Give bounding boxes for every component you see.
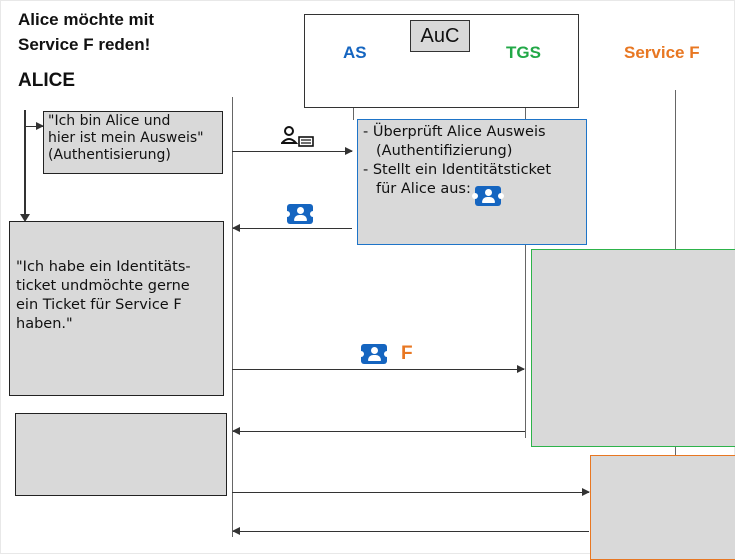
person-id-icon: [281, 126, 314, 147]
alice-bracket-line: [24, 110, 26, 216]
arrow-service-f-to-alice: [232, 527, 589, 535]
alice-label: ALICE: [18, 70, 75, 91]
as-process-line-1: - Überprüft Alice Ausweis: [363, 124, 546, 140]
arrow-alice-to-as: [232, 147, 353, 155]
page-title: Alice möchte mit Service F reden!: [18, 7, 154, 57]
alice-request-line-4: haben.": [16, 316, 73, 332]
as-process-line-4: für Alice aus:: [363, 180, 581, 199]
alice-bracket-arrow-down: [20, 214, 30, 222]
as-process-line-3: - Stellt ein Identitätsticket: [363, 162, 552, 178]
alice-intro-box: "Ich bin Alice und hier ist mein Ausweis…: [43, 111, 223, 174]
arrow-alice-to-tgs: [232, 365, 525, 373]
as-process-box: - Überprüft Alice Ausweis (Authentifizie…: [357, 119, 587, 245]
ticket-badge-icon: [472, 186, 504, 206]
alice-lifeline: [232, 97, 233, 537]
tgs-lifeline: [525, 108, 526, 438]
as-process-line-2: (Authentifizierung): [376, 143, 513, 159]
arrow-as-to-alice: [232, 224, 352, 232]
ticket-f-label: F: [401, 343, 413, 364]
alice-intro-line-2: hier ist mein Ausweis": [48, 130, 204, 146]
alice-intro-line-3: (Authentisierung): [48, 147, 171, 163]
as-lifeline: [353, 108, 354, 120]
title-line-1: Alice möchte mit: [18, 10, 155, 29]
title-line-2: Service F reden!: [18, 35, 151, 54]
arrow-alice-to-service-f: [232, 488, 590, 496]
service-f-label: Service F: [624, 43, 700, 62]
ticket-badge-icon: [284, 204, 316, 224]
alice-bracket-arrow-top: [24, 122, 44, 130]
as-process-line-4-text: für Alice aus:: [376, 181, 471, 197]
alice-request-line-3: ein Ticket für Service F: [16, 297, 182, 313]
tgs-process-box: [531, 249, 735, 447]
alice-request-box: "Ich habe ein Identitäts- ticket undmöch…: [9, 221, 224, 396]
arrow-tgs-to-alice: [232, 427, 525, 435]
alice-empty-box: [15, 413, 227, 496]
alice-request-line-1: "Ich habe ein Identitäts-: [16, 259, 191, 275]
service-f-process-box: [590, 455, 735, 560]
ticket-badge-icon: [358, 344, 390, 364]
alice-request-line-2: ticket undmöchte gerne: [16, 278, 190, 294]
alice-intro-line-1: "Ich bin Alice und: [48, 113, 171, 129]
auc-label-box: AuC: [410, 20, 470, 52]
tgs-label: TGS: [506, 43, 541, 62]
auc-label: AuC: [420, 25, 460, 47]
as-label: AS: [343, 43, 367, 62]
